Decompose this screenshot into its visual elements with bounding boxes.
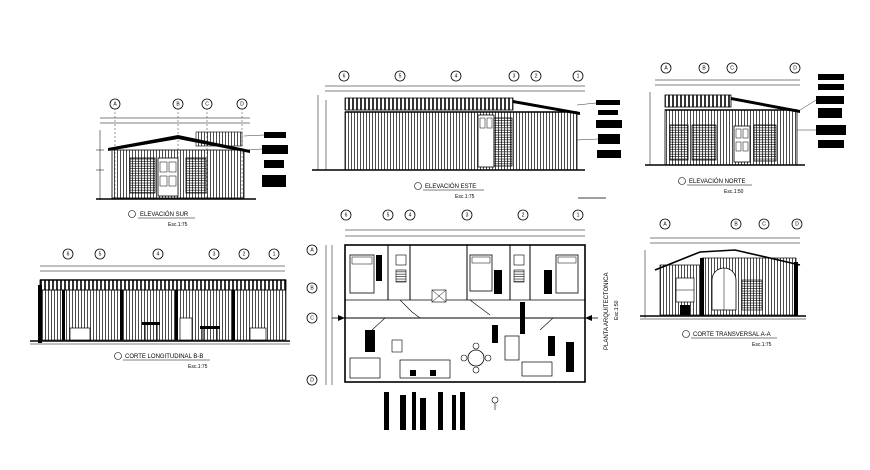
axis-markers-corte-trans: A B C D: [650, 218, 803, 244]
elevacion-sur: A B C D ELEVACIÓN SUR E: [96, 98, 288, 228]
drawing-title: ELEVACIÓN ESTE: [425, 183, 476, 190]
axis-label: 6: [345, 212, 348, 218]
axis-label: C: [310, 315, 314, 321]
drawing-title: ELEVACIÓN NORTE: [689, 178, 745, 185]
annotation-tags-sur: [243, 132, 288, 187]
annotation-tags-norte: [796, 74, 846, 148]
axis-label: B: [702, 65, 706, 71]
section-arrows-planta: [332, 315, 598, 321]
axis-label: A: [310, 247, 314, 253]
drawing-title: ELEVACIÓN SUR: [140, 211, 189, 218]
axis-label: 3: [513, 73, 516, 79]
axis-label: 2: [535, 73, 538, 79]
drawing-scale: Esc.1:75: [455, 194, 475, 200]
axis-markers-norte: A B C D: [655, 62, 801, 86]
axis-label: A: [664, 65, 668, 71]
drawing-scale: Esc.1:50: [724, 189, 744, 195]
axis-label: D: [793, 65, 797, 71]
section-marker-icon: [414, 182, 422, 190]
section-marker-icon: [678, 177, 686, 185]
axis-label: D: [240, 101, 244, 107]
axis-label: 2: [522, 212, 525, 218]
axis-label: B: [734, 221, 738, 227]
drawing-scale: Esc.1:75: [752, 342, 772, 348]
corte-longitudinal: 6 5 4 3 2 1 CORTE L: [30, 248, 290, 370]
section-marker-icon: [114, 352, 122, 360]
axis-label: 3: [213, 251, 216, 257]
axis-markers-sur: A B C D: [100, 98, 250, 200]
axis-label: 6: [343, 73, 346, 79]
axis-label: 4: [455, 73, 458, 79]
axis-label: A: [113, 101, 117, 107]
elevacion-este: 6 5 4 3 2 1 ELEVACIÓN E: [312, 70, 622, 200]
axis-label: 1: [577, 212, 580, 218]
axis-label: 6: [67, 251, 70, 257]
drawing-title: CORTE LONGITUDINAL B-B: [125, 354, 203, 360]
section-marker-icon: [128, 210, 136, 218]
axis-label: 3: [466, 212, 469, 218]
axis-label: 4: [157, 251, 160, 257]
axis-label: B: [176, 101, 180, 107]
axis-label: 2: [243, 251, 246, 257]
axis-label: C: [762, 221, 766, 227]
drawing-title: PLANTA ARQUITECTONICA: [604, 273, 610, 350]
axis-label: D: [795, 221, 799, 227]
axis-label: C: [205, 101, 209, 107]
axis-label: B: [310, 285, 314, 291]
furniture-corte-long: [69, 317, 267, 341]
drawing-scale: Esc.1:75: [188, 364, 208, 370]
furniture-planta: [349, 254, 579, 379]
axis-label: 5: [99, 251, 102, 257]
planta-arquitectonica: 6 5 4 3 2 1 A B C D: [306, 209, 620, 430]
corte-transversal: A B C D CORTE TRANSVERSAL A-A Esc.1:75: [640, 218, 806, 348]
axis-markers-planta: 6 5 4 3 2 1 A B C D: [306, 209, 585, 386]
drawing-title: CORTE TRANSVERSAL A-A: [693, 332, 771, 338]
axis-label: 5: [387, 212, 390, 218]
axis-label: 1: [273, 251, 276, 257]
axis-label: A: [663, 221, 667, 227]
axis-label: 5: [399, 73, 402, 79]
axis-label: 4: [409, 212, 412, 218]
elevation-markers-planta: [384, 392, 499, 430]
axis-label: D: [310, 377, 314, 383]
axis-markers-este: 6 5 4 3 2 1: [325, 70, 585, 92]
drawing-scale: Esc.1:75: [168, 222, 188, 228]
section-marker-icon: [682, 330, 690, 338]
axis-markers-corte-long: 6 5 4 3 2 1: [40, 248, 285, 272]
annotation-tags-este: [576, 100, 622, 158]
axis-label: C: [730, 65, 734, 71]
elevacion-norte: A B C D ELEVACIÓN: [645, 62, 846, 195]
drawing-scale: Esc.1:50: [614, 300, 620, 320]
axis-label: 1: [577, 73, 580, 79]
